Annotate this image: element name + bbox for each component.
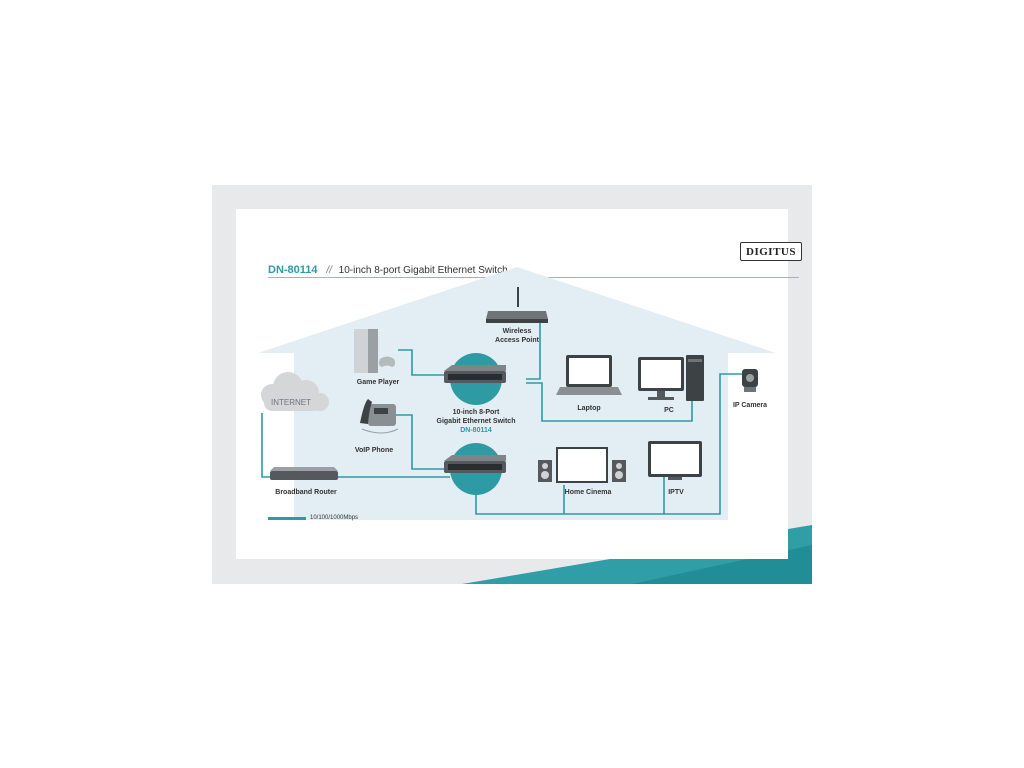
switch-label-model: DN-80114 (460, 427, 492, 434)
internet-cloud-icon (261, 372, 329, 411)
iptv-label: IPTV (668, 489, 684, 496)
ip-camera-label: IP Camera (732, 402, 768, 409)
wireless-ap-icon (486, 287, 548, 323)
switch-upper-icon (444, 353, 506, 405)
network-diagram (258, 267, 776, 520)
network-links (261, 323, 744, 515)
ip-camera-icon (742, 369, 758, 392)
link-game-switch-upper (398, 349, 448, 376)
house-shape (258, 267, 776, 520)
legend-line-swatch (268, 517, 306, 520)
logo-text: DIGITUS (746, 245, 796, 258)
link-switch-lower-devices (475, 373, 744, 515)
title-separator: // (326, 265, 332, 276)
page-title: DN-80114 // 10-inch 8-port Gigabit Ether… (268, 264, 508, 276)
legend-label: 10/100/1000Mbps (310, 515, 359, 521)
link-switch-laptop-pc (526, 382, 693, 422)
voip-phone-label: VoIP Phone (354, 447, 394, 454)
model-number: DN-80114 (268, 264, 318, 276)
switch-label-line2: Gigabit Ethernet Switch (436, 418, 516, 425)
switch-label: 10-inch 8-Port Gigabit Ethernet Switch D… (426, 408, 526, 435)
link-ap-switch-upper (526, 323, 541, 380)
wireless-ap-label-line1: Wireless (502, 328, 532, 335)
broadband-router-label: Broadband Router (275, 489, 337, 496)
voip-phone-icon (360, 399, 399, 434)
link-voip-switch-lower (386, 414, 448, 470)
iptv-icon (648, 441, 702, 480)
game-player-label: Game Player (356, 379, 400, 386)
wireless-ap-label-line2: Access Point (495, 337, 539, 344)
pc-label: PC (664, 407, 674, 414)
digitus-logo: DIGITUS (740, 242, 802, 261)
wireless-ap-label: Wireless Access Point (486, 327, 548, 345)
laptop-label: Laptop (577, 405, 601, 412)
pc-icon (638, 355, 704, 401)
product-diagram-frame: DIGITUS DN-80114 // 10-inch 8-port Gigab… (212, 185, 812, 584)
internet-label: INTERNET (271, 398, 311, 407)
product-title: 10-inch 8-port Gigabit Ethernet Switch (338, 265, 508, 276)
laptop-icon (556, 355, 622, 395)
game-console-icon (354, 329, 396, 373)
switch-label-line1: 10-inch 8-Port (452, 409, 500, 416)
switch-lower-icon (444, 443, 506, 495)
home-cinema-label: Home Cinema (564, 489, 612, 496)
broadband-router-icon (270, 467, 338, 480)
diagram-card: DIGITUS DN-80114 // 10-inch 8-port Gigab… (236, 209, 802, 559)
home-cinema-icon (538, 447, 626, 483)
